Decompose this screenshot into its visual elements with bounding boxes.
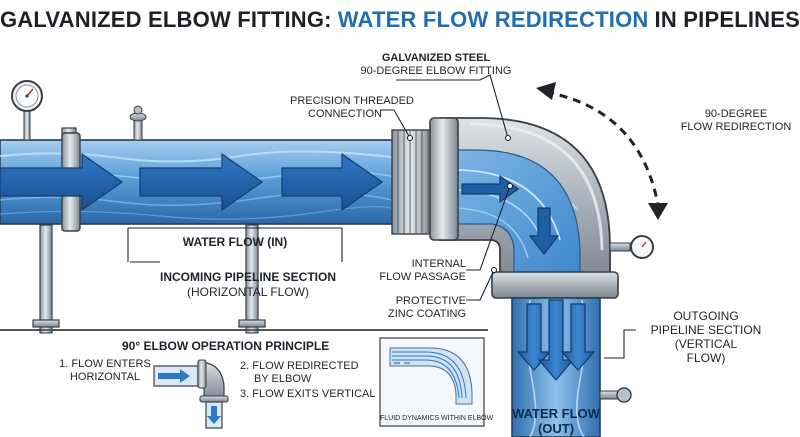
zinc-line-1: PROTECTIVE <box>395 295 466 307</box>
pressure-gauge-right <box>609 235 654 259</box>
step-2-line-1: 2. FLOW REDIRECTED <box>240 360 359 372</box>
principle-step-3: 3. FLOW EXITS VERTICAL <box>240 388 376 400</box>
redirection-arrow <box>536 82 668 220</box>
valve-left <box>129 105 147 141</box>
title-part-2: WATER FLOW REDIRECTION <box>337 7 649 32</box>
valve-right <box>599 387 632 403</box>
galvanized-steel-line-2: 90-DEGREE ELBOW FITTING <box>360 65 512 77</box>
step-1-line-1: 1. FLOW ENTERS <box>59 358 151 370</box>
incoming-line-2: (HORIZONTAL FLOW) <box>187 285 309 299</box>
outgoing-line-1: OUTGOING <box>673 309 739 323</box>
flow-arrow-elbow <box>461 174 520 204</box>
principle-panel <box>0 329 488 335</box>
label-water-flow-out: WATER FLOW (OUT) <box>508 406 604 436</box>
fluid-dynamics-inset <box>379 337 485 427</box>
mini-elbow <box>153 359 229 429</box>
label-incoming-section: INCOMING PIPELINE SECTION (HORIZONTAL FL… <box>148 270 348 300</box>
outgoing-line-3: (VERTICAL <box>674 337 738 351</box>
flow-arrows-out <box>516 299 596 381</box>
label-threaded-connection: PRECISION THREADED CONNECTION <box>290 95 414 121</box>
threaded-line-1: PRECISION THREADED <box>290 95 414 107</box>
label-flow-redirection: 90-DEGREE FLOW REDIRECTION <box>676 108 796 134</box>
title-part-3: IN PIPELINES <box>654 7 800 32</box>
flow-out-line-2: (OUT) <box>537 421 575 436</box>
zinc-line-2: ZINC COATING <box>387 308 466 320</box>
pressure-gauge-left <box>11 80 43 141</box>
redirection-line-2: FLOW REDIRECTION <box>680 121 792 133</box>
label-internal-passage: INTERNAL FLOW PASSAGE <box>370 258 466 284</box>
label-outgoing-section: OUTGOING PIPELINE SECTION (VERTICAL FLOW… <box>636 309 776 365</box>
leader-lines <box>127 74 636 359</box>
galvanized-steel-line-1: GALVANIZED STEEL <box>381 52 491 64</box>
flow-arrow-elbow-down <box>528 207 560 255</box>
threaded-line-2: CONNECTION <box>308 108 382 120</box>
step-2-line-2: BY ELBOW <box>254 373 312 385</box>
label-water-flow-in: WATER FLOW (IN) <box>182 235 288 249</box>
elbow-collar-bottom <box>491 271 619 299</box>
support-post-left <box>32 224 60 334</box>
flow-out-line-1: WATER FLOW <box>512 406 600 421</box>
principle-step-1: 1. FLOW ENTERS HORIZONTAL <box>56 358 154 384</box>
step-1-line-2: HORIZONTAL <box>69 371 141 383</box>
elbow-collar-left <box>429 117 459 241</box>
label-zinc-coating: PROTECTIVE ZINC COATING <box>370 295 466 321</box>
page-title: GALVANIZED ELBOW FITTING: WATER FLOW RED… <box>0 2 800 38</box>
flow-arrows-in <box>0 152 384 212</box>
title-part-1: GALVANIZED ELBOW FITTING: <box>0 7 332 32</box>
support-post-right <box>238 224 266 334</box>
principle-step-2: 2. FLOW REDIRECTED BY ELBOW <box>240 360 359 386</box>
internal-line-1: INTERNAL <box>411 258 466 270</box>
principle-heading: 90° ELBOW OPERATION PRINCIPLE <box>122 339 330 353</box>
inset-caption: FLUID DYNAMICS WITHIN ELBOW <box>380 415 494 422</box>
outgoing-line-4: FLOW) <box>686 351 726 365</box>
incoming-line-1: INCOMING PIPELINE SECTION <box>159 270 336 284</box>
redirection-line-1: 90-DEGREE <box>704 108 768 120</box>
label-galvanized-steel: GALVANIZED STEEL 90-DEGREE ELBOW FITTING <box>346 52 526 78</box>
threaded-connection <box>391 129 433 235</box>
outgoing-line-2: PIPELINE SECTION <box>650 323 762 337</box>
internal-line-2: FLOW PASSAGE <box>379 271 466 283</box>
